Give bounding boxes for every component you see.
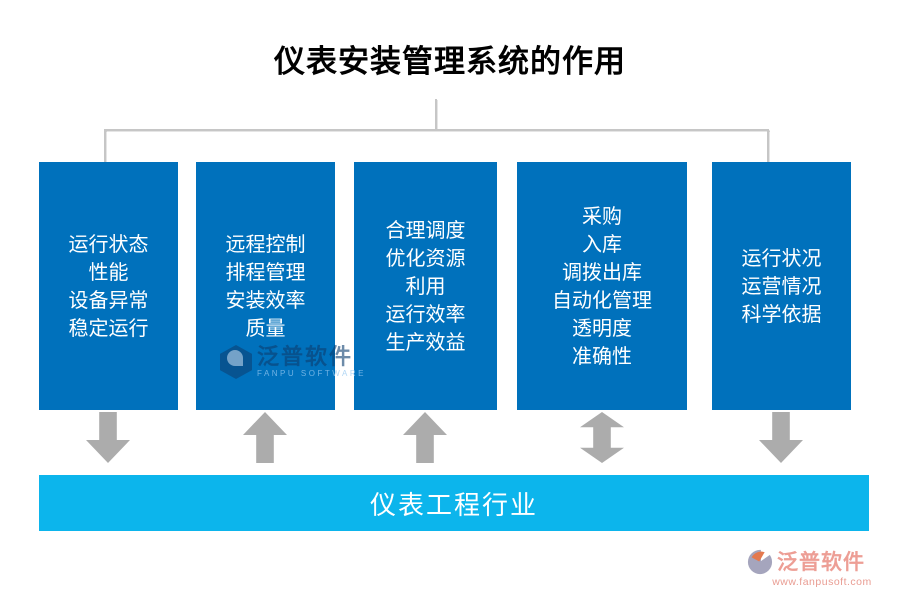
flow-arrow-up-3 [403, 412, 447, 463]
feature-box-text: 远程控制 排程管理 安装效率 质量 [225, 232, 306, 340]
feature-box-operations: 运行状况 运营情况 科学依据 [712, 162, 851, 410]
feature-box-text: 运行状况 运营情况 科学依据 [741, 246, 822, 326]
industry-bar: 仪表工程行业 [39, 475, 869, 531]
feature-box-monitoring: 运行状态 性能 设备异常 稳定运行 [39, 162, 178, 410]
feature-box-scheduling: 合理调度 优化资源 利用 运行效率 生产效益 [354, 162, 497, 410]
brand-footer: 泛普软件 www.fanpusoft.com [747, 549, 897, 588]
brand-name: 泛普软件 [777, 549, 865, 574]
industry-bar-label: 仪表工程行业 [369, 490, 538, 521]
page-title: 仪表安装管理系统的作用 [274, 44, 626, 80]
feature-box-text: 运行状态 性能 设备异常 稳定运行 [68, 232, 149, 340]
flow-arrow-updown-4 [580, 412, 624, 463]
brand-row: 泛普软件 [747, 549, 897, 575]
connector-stem [435, 99, 437, 130]
connector-horizontal [104, 129, 769, 131]
fanpu-brand-icon [747, 549, 773, 575]
flow-arrow-down-1 [86, 412, 130, 463]
feature-box-inventory: 采购 入库 调拨出库 自动化管理 透明度 准确性 [517, 162, 687, 410]
flow-arrow-down-5 [759, 412, 803, 463]
brand-url: www.fanpusoft.com [772, 576, 872, 588]
connector-drop-left [104, 130, 106, 162]
connector-drop-right [767, 130, 769, 162]
feature-box-text: 采购 入库 调拨出库 自动化管理 透明度 准确性 [552, 204, 652, 368]
flow-arrow-up-2 [243, 412, 287, 463]
feature-box-remote-control: 远程控制 排程管理 安装效率 质量 [196, 162, 335, 410]
feature-box-text: 合理调度 优化资源 利用 运行效率 生产效益 [385, 218, 466, 354]
